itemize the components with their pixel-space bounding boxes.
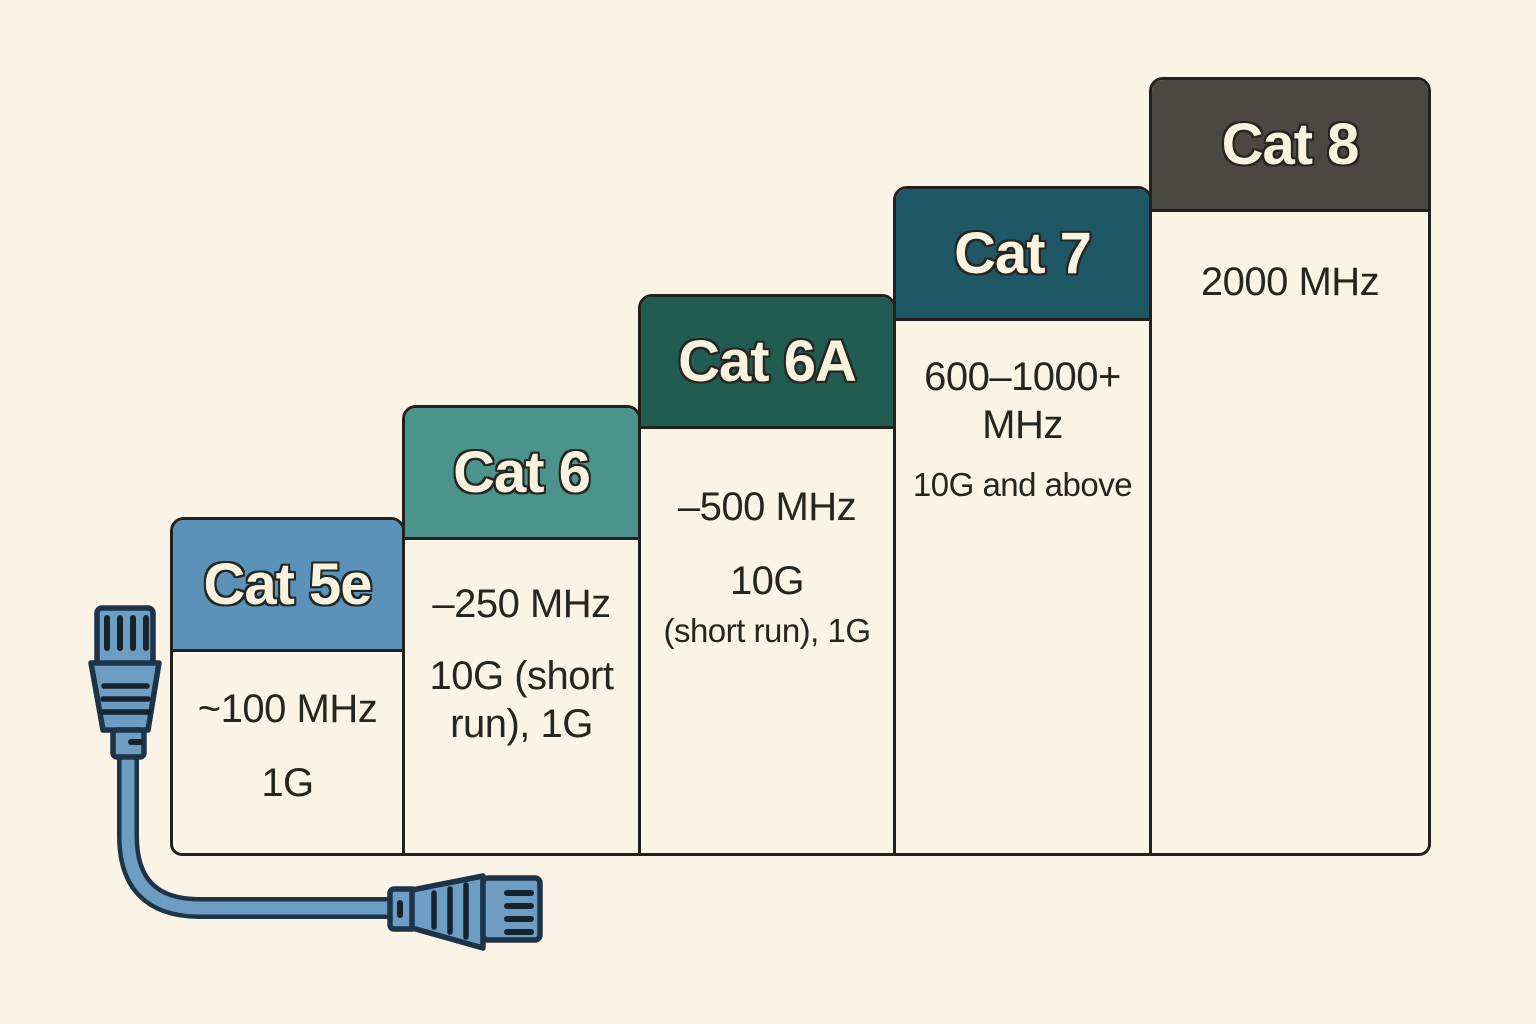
rj45-connector-top: [88, 605, 162, 760]
cat5e-bar: Cat 5e ~100 MHz 1G: [170, 517, 405, 856]
cat6a-header: Cat 6A: [641, 297, 893, 429]
rj45-connector-bottom: [387, 873, 543, 951]
cat6a-label: Cat 6A: [678, 329, 857, 394]
cat8-label: Cat 8: [1221, 112, 1360, 177]
cat6-body: –250 MHz 10G (short run), 1G: [405, 540, 638, 853]
cat6a-bar: Cat 6A –500 MHz 10G (short run), 1G: [638, 294, 896, 856]
cable-cord: [117, 747, 392, 919]
cat7-bar: Cat 7 600–1000+ MHz 10G and above: [893, 186, 1152, 856]
cat6a-frequency: –500 MHz: [677, 485, 857, 529]
cat5e-label: Cat 5e: [203, 552, 372, 617]
cat6a-speed-note: (short run), 1G: [663, 612, 871, 649]
cat8-body: 2000 MHz: [1152, 212, 1428, 853]
cat7-frequency: 600–1000+ MHz: [924, 355, 1121, 447]
cat6-frequency: –250 MHz: [432, 582, 611, 626]
cat7-label: Cat 7: [954, 221, 1092, 286]
cat5e-speed: 1G: [261, 761, 314, 805]
cat8-frequency: 2000 MHz: [1200, 260, 1380, 304]
ethernet-cable-illustration: [88, 605, 543, 951]
cat5e-body: ~100 MHz 1G: [173, 652, 402, 853]
cat6-label: Cat 6: [453, 440, 591, 505]
cat6-speed: 10G (short run), 1G: [429, 654, 614, 746]
cat5e-header: Cat 5e: [173, 520, 402, 652]
cat7-header: Cat 7: [896, 189, 1149, 321]
cat5e-frequency: ~100 MHz: [197, 687, 378, 731]
cat8-bar: Cat 8 2000 MHz: [1149, 77, 1431, 856]
cat6-header: Cat 6: [405, 408, 638, 540]
connector-pins-bottom: [397, 890, 534, 935]
cat7-body: 600–1000+ MHz 10G and above: [896, 321, 1149, 853]
cat6a-speed: 10G: [729, 559, 805, 603]
cat7-speed-note: 10G and above: [912, 466, 1133, 503]
cat6a-body: –500 MHz 10G (short run), 1G: [641, 429, 893, 853]
cat6-bar: Cat 6 –250 MHz 10G (short run), 1G: [402, 405, 641, 856]
connector-pins-top: [104, 615, 149, 745]
connector-ridges-top: [99, 683, 152, 715]
connector-ridges-bottom: [431, 882, 469, 940]
cat8-header: Cat 8: [1152, 80, 1428, 212]
